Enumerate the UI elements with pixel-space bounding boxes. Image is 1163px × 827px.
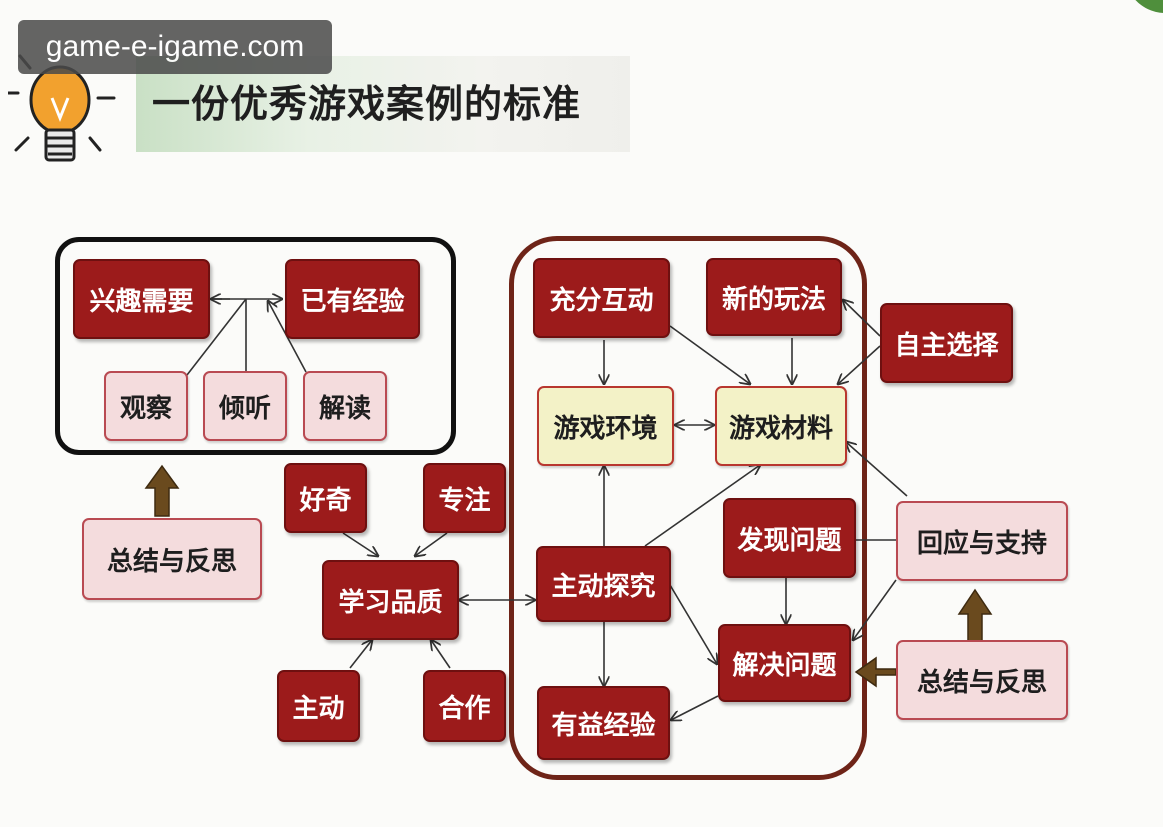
node-discover-problem: 发现问题: [723, 498, 856, 578]
node-autonomous-choice: 自主选择: [880, 303, 1013, 383]
lightbulb-icon: [8, 54, 116, 162]
node-beneficial-experience: 有益经验: [537, 686, 670, 760]
page-title: 一份优秀游戏案例的标准: [152, 81, 582, 126]
node-initiative: 主动: [277, 670, 360, 742]
node-active-exploration: 主动探究: [536, 546, 671, 622]
node-game-environment: 游戏环境: [537, 386, 674, 466]
observation-frame: [55, 237, 456, 455]
node-summary-right: 总结与反思: [896, 640, 1068, 720]
game-process-frame: [509, 236, 867, 780]
node-full-interaction: 充分互动: [533, 258, 670, 338]
node-prior-experience: 已有经验: [285, 259, 420, 339]
node-observe: 观察: [104, 371, 188, 441]
node-interpret: 解读: [303, 371, 387, 441]
node-summary-left: 总结与反思: [82, 518, 262, 600]
watermark: game-e-igame.com: [18, 20, 332, 74]
node-curious: 好奇: [284, 463, 367, 533]
node-learning-quality: 学习品质: [322, 560, 459, 640]
node-solve-problem: 解决问题: [718, 624, 851, 702]
node-interest-needs: 兴趣需要: [73, 259, 210, 339]
node-new-play: 新的玩法: [706, 258, 842, 336]
node-focus: 专注: [423, 463, 506, 533]
node-cooperation: 合作: [423, 670, 506, 742]
node-respond-support: 回应与支持: [896, 501, 1068, 581]
node-listen: 倾听: [203, 371, 287, 441]
node-game-materials: 游戏材料: [715, 386, 847, 466]
